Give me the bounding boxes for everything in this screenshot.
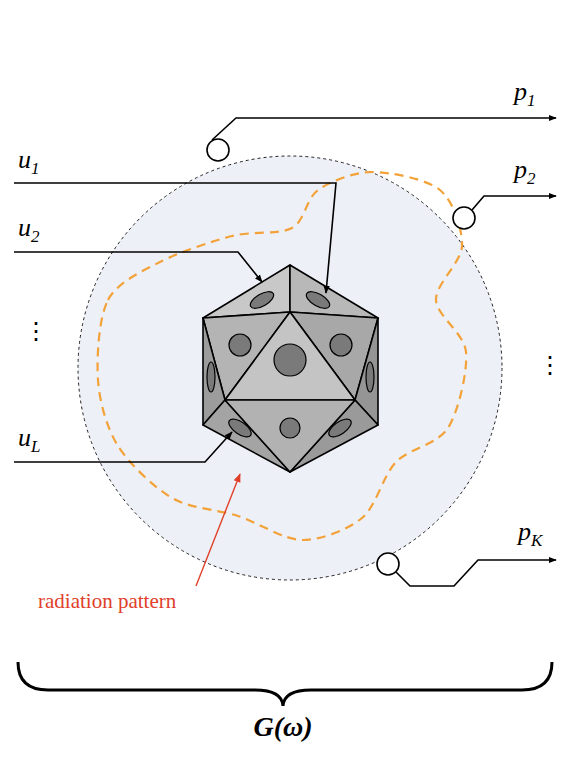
ellipsis: ⋮ xyxy=(538,352,562,378)
ellipsis: ⋮ xyxy=(24,318,48,344)
output-signal: p2 xyxy=(514,156,536,185)
output-signal: pK xyxy=(518,518,542,547)
brace xyxy=(18,662,552,706)
input-wires xyxy=(14,183,336,462)
radiation-pattern-curve xyxy=(98,172,467,540)
microphones xyxy=(207,118,556,586)
output-signal: p1 xyxy=(514,78,536,107)
system-label: G(ω) xyxy=(253,712,312,743)
callout-leader xyxy=(196,474,240,586)
listening-region xyxy=(78,156,502,580)
radiation-pattern-curve xyxy=(98,172,467,540)
input-signal: u2 xyxy=(18,214,40,243)
callout-label: radiation pattern xyxy=(38,590,176,613)
icosahedron-array xyxy=(203,265,378,472)
input-signal: uL xyxy=(18,424,40,453)
input-signal: u1 xyxy=(18,146,40,175)
